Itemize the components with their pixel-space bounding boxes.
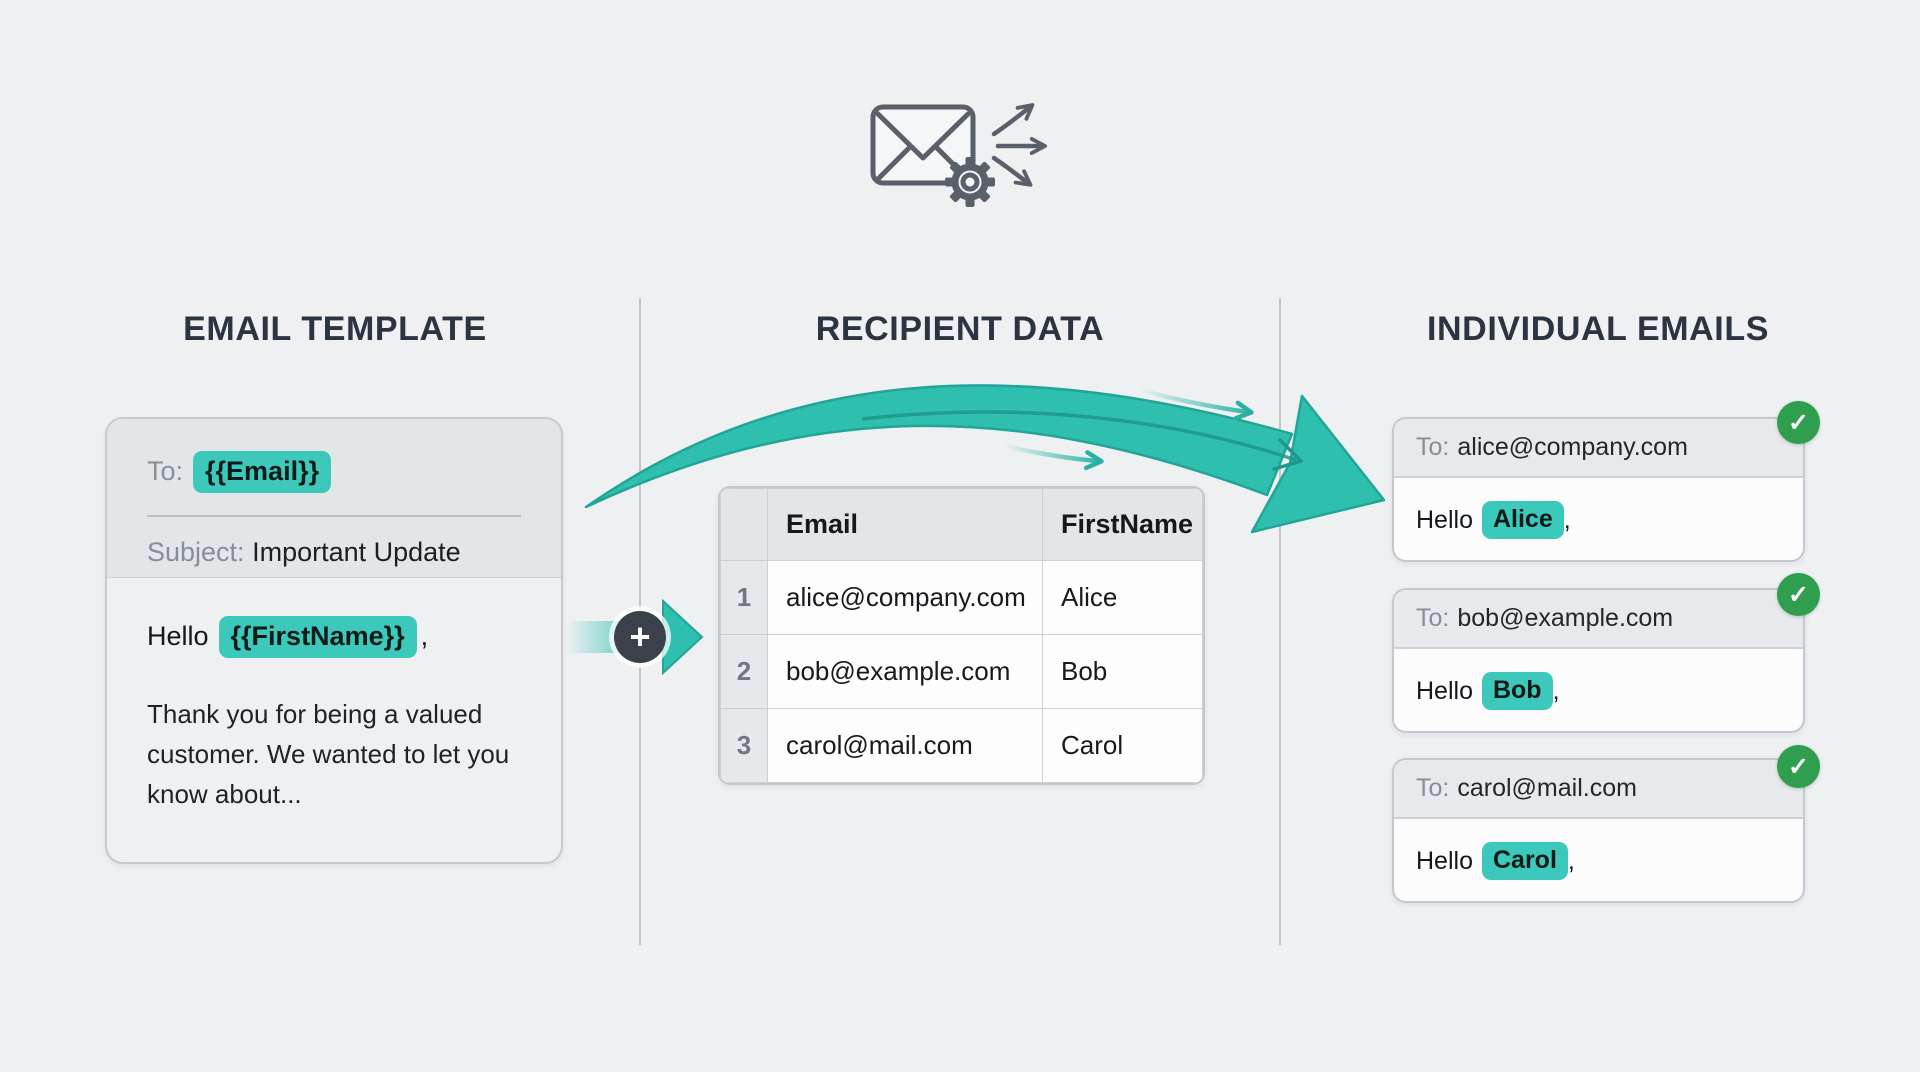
table-row: 3 carol@mail.com Carol <box>720 708 1203 783</box>
email-cell: bob@example.com <box>767 634 1043 709</box>
firstname-cell: Alice <box>1042 560 1203 635</box>
gear-icon <box>945 157 995 207</box>
merged-name-chip: Bob <box>1481 672 1553 710</box>
table-row: 1 alice@company.com Alice <box>720 560 1203 635</box>
column-header-email: Email <box>767 488 1043 561</box>
envelope-icon <box>870 104 976 186</box>
greeting-prefix: Hello <box>1416 505 1473 534</box>
recipient-address: carol@mail.com <box>1457 774 1637 802</box>
flow-streak-arrow-top <box>1139 387 1254 421</box>
template-card-header: To: {{Email}} Subject: Important Update <box>107 419 561 578</box>
greeting-suffix: , <box>1567 846 1575 875</box>
merged-name-chip: Carol <box>1481 842 1568 880</box>
greeting-prefix: Hello <box>147 621 209 652</box>
email-card-body: Hello Carol, <box>1394 819 1803 901</box>
flow-streak-arrow-middle <box>1003 443 1104 471</box>
row-number: 3 <box>720 708 768 783</box>
subject-value: Important Update <box>252 536 461 567</box>
table-header-row: Email FirstName <box>720 488 1203 561</box>
email-card-body: Hello Bob, <box>1394 649 1803 731</box>
firstname-cell: Bob <box>1042 634 1203 709</box>
email-card-body: Hello Alice, <box>1394 478 1803 560</box>
envelope-merge-icon <box>870 103 1048 207</box>
row-number: 2 <box>720 634 768 709</box>
greeting-suffix: , <box>1552 676 1560 705</box>
recipient-address: alice@company.com <box>1457 433 1688 461</box>
greeting-prefix: Hello <box>1416 676 1473 705</box>
recipient-data-column-heading: RECIPIENT DATA <box>815 310 1105 348</box>
column-divider-right <box>1279 298 1281 945</box>
merged-name-chip: Alice <box>1481 501 1564 539</box>
template-column-heading: EMAIL TEMPLATE <box>183 310 487 348</box>
firstname-variable-chip: {{FirstName}} <box>218 616 417 658</box>
email-cell: alice@company.com <box>767 560 1043 635</box>
to-label: To: <box>1416 604 1450 632</box>
email-variable-chip: {{Email}} <box>193 451 332 493</box>
to-label: To: <box>1416 433 1450 461</box>
row-number: 1 <box>720 560 768 635</box>
recipient-data-table: Email FirstName 1 alice@company.com Alic… <box>718 486 1205 785</box>
template-to-row: To: {{Email}} <box>147 451 521 493</box>
plus-merge-icon: + <box>614 611 666 663</box>
to-label: To: <box>1416 774 1450 802</box>
individual-email-card: To: carol@mail.com Hello Carol, <box>1392 758 1805 903</box>
template-subject-row: Subject: Important Update <box>147 537 521 568</box>
email-card-header: To: alice@company.com <box>1394 419 1803 478</box>
template-greeting: Hello {{FirstName}}, <box>147 616 521 658</box>
individual-email-card: To: bob@example.com Hello Bob, <box>1392 588 1805 733</box>
email-card-header: To: carol@mail.com <box>1394 760 1803 819</box>
template-card-body: Hello {{FirstName}}, Thank you for being … <box>107 578 561 815</box>
greeting-suffix: , <box>420 621 429 652</box>
email-card-header: To: bob@example.com <box>1394 590 1803 649</box>
template-body-text: Thank you for being a valued customer. W… <box>147 698 510 810</box>
recipient-address: bob@example.com <box>1457 604 1674 632</box>
individual-email-card: To: alice@company.com Hello Alice, <box>1392 417 1805 562</box>
firstname-cell: Carol <box>1042 708 1203 783</box>
email-cell: carol@mail.com <box>767 708 1043 783</box>
individual-emails-column-heading: INDIVIDUAL EMAILS <box>1426 310 1770 348</box>
check-icon: ✓ <box>1777 401 1820 444</box>
subject-label: Subject: <box>147 536 245 567</box>
to-label: To: <box>147 456 184 486</box>
email-template-card: To: {{Email}} Subject: Important Update H… <box>105 417 563 864</box>
corner-cell <box>720 488 768 561</box>
table-row: 2 bob@example.com Bob <box>720 634 1203 709</box>
greeting-suffix: , <box>1563 505 1571 534</box>
check-icon: ✓ <box>1777 745 1820 788</box>
column-header-firstname: FirstName <box>1042 488 1203 561</box>
header-divider <box>147 514 521 517</box>
greeting-prefix: Hello <box>1416 846 1473 875</box>
check-icon: ✓ <box>1777 573 1820 616</box>
